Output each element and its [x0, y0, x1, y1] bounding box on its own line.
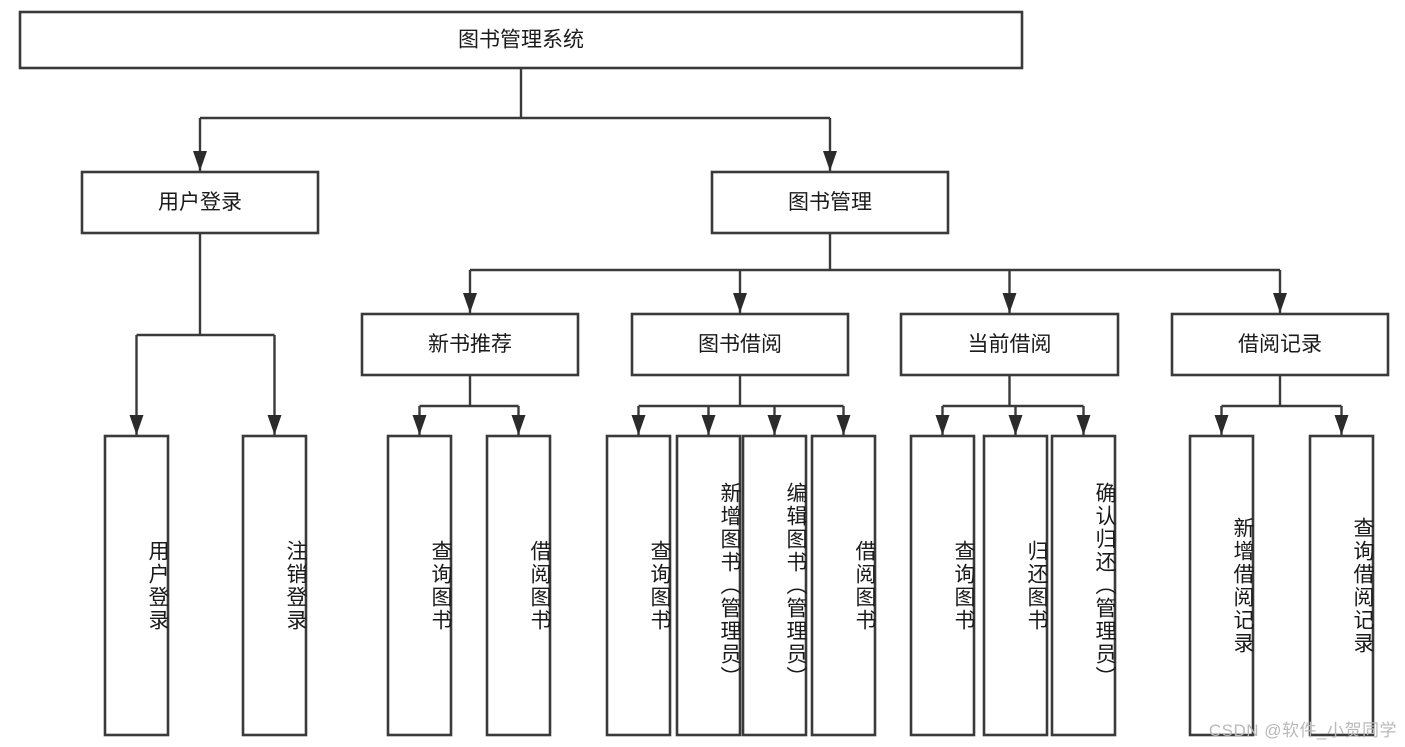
arrow-head-icon: [1076, 415, 1091, 435]
node-label-图书借阅: 图书借阅: [698, 333, 782, 356]
node-label-当前借阅: 当前借阅: [968, 333, 1052, 356]
arrow-head-icon: [267, 415, 282, 435]
watermark-text: CSDN @软件_小贺同学: [1208, 721, 1397, 740]
node-box-借阅记录[interactable]: [1170, 312, 1390, 377]
arrow-head-icon: [767, 415, 782, 435]
node-box-图书借阅[interactable]: [630, 312, 850, 377]
node-label-新书推荐: 新书推荐: [428, 333, 512, 356]
node-box-编辑图书管理员[interactable]: [741, 434, 808, 737]
arrow-head-icon: [412, 415, 427, 435]
node-box-查询图书[interactable]: [386, 434, 453, 737]
arrow-head-icon: [631, 415, 646, 435]
node-box-确认归还管理员[interactable]: [1050, 434, 1117, 737]
node-box-新增图书管理员[interactable]: [675, 434, 742, 737]
arrow-head-icon: [463, 293, 477, 313]
arrow-head-icon: [1008, 415, 1023, 435]
node-label-图书管理: 图书管理: [788, 191, 872, 214]
node-box-新书推荐[interactable]: [360, 312, 580, 377]
arrow-head-icon: [193, 151, 207, 171]
node-label-用户登录: 用户登录: [158, 191, 242, 214]
node-label-借阅记录: 借阅记录: [1238, 333, 1322, 356]
node-box-图书管理[interactable]: [710, 170, 950, 235]
node-box-查询借阅记录[interactable]: [1308, 434, 1375, 737]
node-box-借阅图书[interactable]: [485, 434, 552, 737]
arrow-head-icon: [1334, 415, 1349, 435]
arrow-head-icon: [1273, 293, 1287, 313]
node-box-图书管理系统[interactable]: [18, 10, 1024, 70]
arrow-head-icon: [511, 415, 526, 435]
node-box-用户登录[interactable]: [80, 170, 320, 235]
node-box-用户登录[interactable]: [103, 434, 170, 737]
node-box-当前借阅[interactable]: [899, 312, 1120, 377]
node-box-注销登录[interactable]: [241, 434, 308, 737]
arrow-head-icon: [1214, 415, 1229, 435]
connectors-layer: [129, 68, 1349, 435]
node-box-归还图书[interactable]: [982, 434, 1049, 737]
node-box-查询图书[interactable]: [909, 434, 976, 737]
arrow-head-icon: [129, 415, 144, 435]
node-label-图书管理系统: 图书管理系统: [458, 29, 584, 52]
arrow-head-icon: [935, 415, 950, 435]
arrow-head-icon: [836, 415, 851, 435]
node-box-查询图书[interactable]: [605, 434, 672, 737]
arrow-head-icon: [733, 293, 747, 313]
arrow-head-icon: [701, 415, 716, 435]
arrow-head-icon: [823, 151, 837, 171]
arrow-head-icon: [1002, 293, 1017, 313]
node-box-借阅图书[interactable]: [810, 434, 877, 737]
node-boxes-layer: [18, 10, 1390, 737]
node-box-新增借阅记录[interactable]: [1188, 434, 1255, 737]
